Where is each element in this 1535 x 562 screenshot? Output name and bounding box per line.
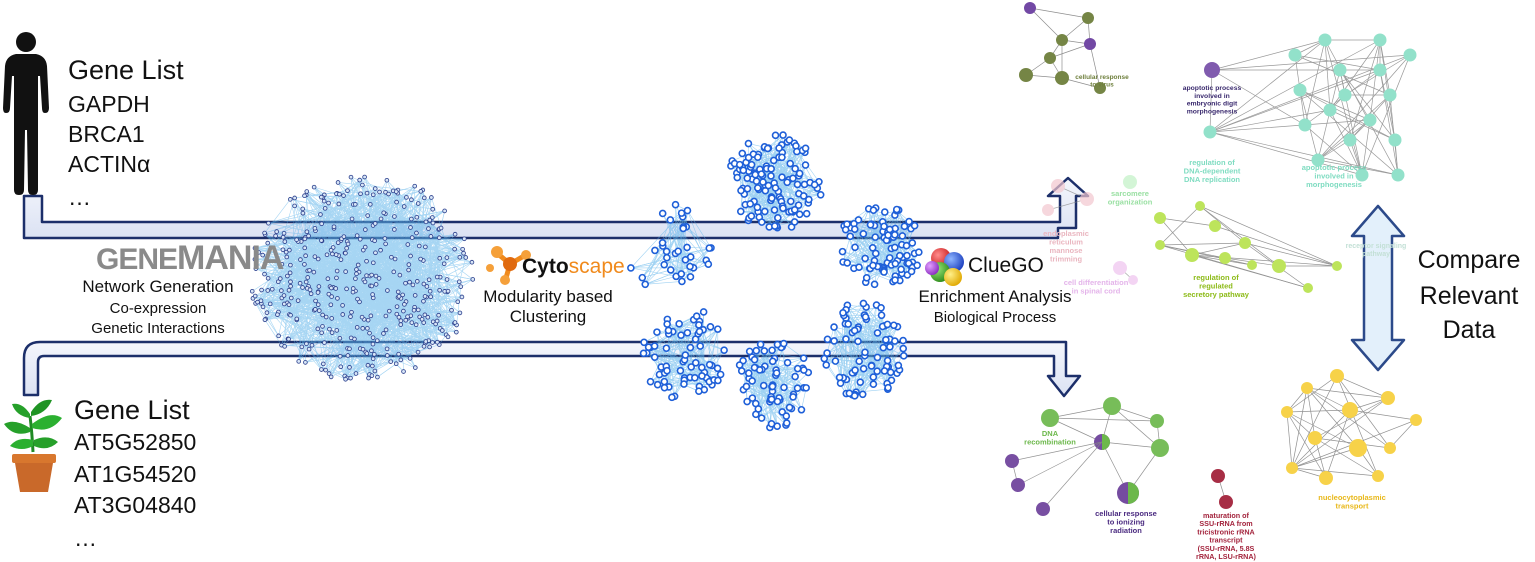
module-cluster: [627, 200, 715, 289]
compare-line2: Relevant: [1419, 282, 1519, 310]
module-cluster: [727, 131, 825, 232]
human-gene-3: ACTINα: [68, 151, 151, 177]
genemania-logo-part1: GENE: [96, 243, 178, 276]
cytoscape-modules: [627, 131, 923, 432]
term-network: [1203, 33, 1417, 182]
module-cluster: [820, 299, 908, 400]
genemania-logo: GENEMANIA: [96, 239, 284, 278]
plant-gene-1: AT5G52850: [74, 429, 197, 455]
potted-plant-icon: [4, 399, 62, 492]
compare-line3: Data: [1442, 316, 1496, 344]
module-cluster: [639, 308, 728, 402]
plant-gene-list-heading: Gene List: [74, 395, 190, 425]
plant-gene-ellipsis: …: [74, 525, 97, 551]
module-cluster: [735, 339, 813, 432]
human-gene-1: GAPDH: [68, 91, 150, 117]
cytoscape-logo-text: Cytoscape: [522, 255, 625, 279]
cluego-logo-icon: [925, 248, 964, 286]
genemania-logo-part2: MANIA: [177, 239, 284, 277]
term-network: [1211, 469, 1233, 509]
human-silhouette-icon: [3, 32, 49, 195]
genemania-line1: Co-expression: [109, 300, 207, 317]
genemania-network: [249, 174, 476, 382]
compare-line1: Compare: [1417, 246, 1521, 274]
genemania-line2: Genetic Interactions: [91, 320, 225, 337]
term-network: [1154, 201, 1342, 293]
cluego-line1: Enrichment Analysis: [918, 287, 1072, 306]
term-network: [1123, 175, 1137, 189]
cytoscape-logo-part1: Cyto: [522, 255, 569, 278]
term-network: [1042, 179, 1094, 216]
human-gene-2: BRCA1: [68, 121, 145, 147]
human-gene-ellipsis: …: [68, 184, 91, 210]
cluego-logo-text: ClueGO: [968, 254, 1044, 277]
plant-gene-3: AT3G04840: [74, 492, 197, 518]
cluego-line2: Biological Process: [933, 309, 1057, 326]
term-network: [1113, 261, 1138, 285]
flow-arrow-bottom: [22, 340, 1082, 398]
module-cluster: [838, 204, 923, 289]
plant-gene-2: AT1G54520: [74, 461, 197, 487]
term-network: [1005, 441, 1103, 516]
cytoscape-logo-part2: scape: [568, 255, 625, 278]
cytoscape-line2: Clustering: [509, 307, 587, 326]
term-network: [1281, 369, 1422, 485]
term-network: [1019, 2, 1106, 94]
human-gene-list-heading: Gene List: [68, 55, 184, 85]
compare-arrow: [1350, 204, 1406, 372]
genemania-title: Network Generation: [82, 277, 234, 296]
cytoscape-logo-icon: [486, 246, 531, 285]
flow-arrow-top: [22, 176, 1090, 240]
cytoscape-line1: Modularity based: [483, 287, 613, 306]
